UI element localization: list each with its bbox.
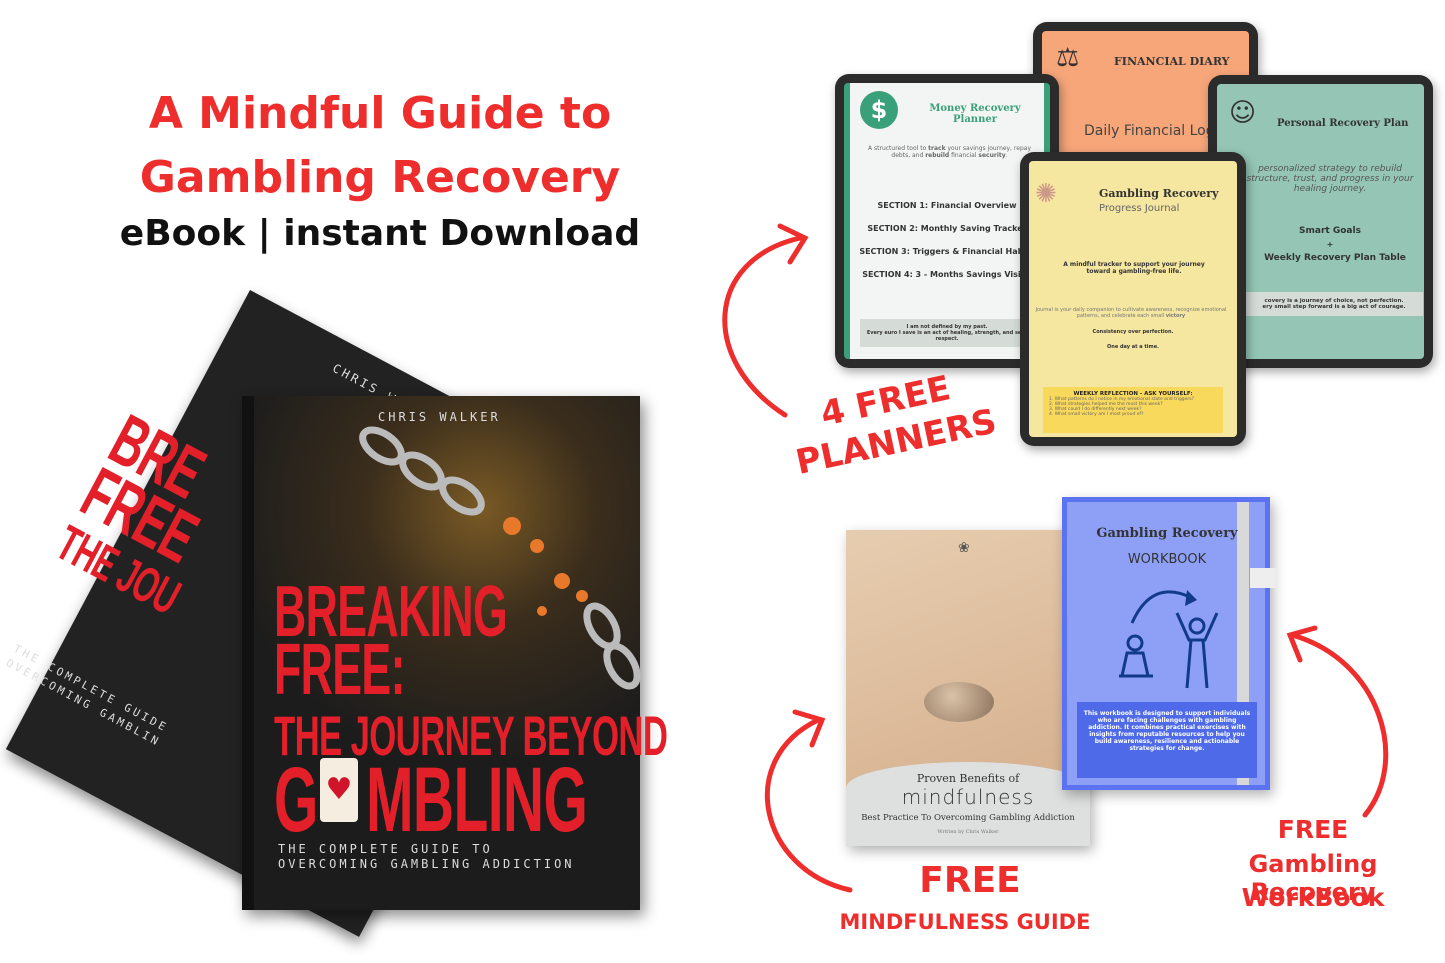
ebook-front-cover: CHRIS WALKER BREAKING FREE: THE JOURNEY … xyxy=(242,396,668,910)
ribbon-tab xyxy=(1250,568,1276,588)
recovery-plan-intro: personalized strategy to rebuild structu… xyxy=(1246,164,1414,194)
section-4: SECTION 4: 3 - Months Savings Vision xyxy=(862,270,1032,279)
gambling-recovery-workbook: Gambling Recovery WORKBOOK This workbook… xyxy=(1062,497,1276,790)
weekly-plan-table: Weekly Recovery Plan Table xyxy=(1264,253,1406,263)
journal-line-2: One day at a time. xyxy=(1107,344,1159,350)
weekly-reflection-box: WEEKLY REFLECTION - ASK YOURSELF: 1. Wha… xyxy=(1043,387,1223,433)
arrow-to-mindfulness xyxy=(765,717,853,893)
growth-figures-icon xyxy=(1119,590,1219,689)
mindfulness-free: FREE xyxy=(919,860,1021,901)
plus: + xyxy=(1326,240,1334,249)
workbook-label-2: WorkBook xyxy=(1241,883,1385,912)
progress-journal-tablet: ✺ Gambling Recovery Progress Journal A m… xyxy=(1020,152,1246,446)
arrow-to-planners xyxy=(722,235,803,418)
money-planner-quote: I am not defined by my past.Every euro I… xyxy=(860,319,1034,347)
smart-goals: Smart Goals xyxy=(1299,226,1361,236)
mindfulness-subtitle: Best Practice To Overcoming Gambling Add… xyxy=(861,813,1075,823)
workbook-subtitle: WORKBOOK xyxy=(1127,552,1207,567)
arrow-to-workbook xyxy=(1289,632,1389,818)
workbook-title: Gambling Recovery xyxy=(1096,526,1238,541)
mindfulness-guide-book: ❀ Proven Benefits of mindfulness Best Pr… xyxy=(846,530,1090,846)
arrow-to-workbook-head xyxy=(1286,625,1318,663)
celebrating-person-icon: ✺ xyxy=(1035,179,1057,209)
money-planner-intro: A structured tool to track your savings … xyxy=(868,145,1031,159)
journal-line-1: Consistency over perfection. xyxy=(1092,329,1174,335)
ebook-author: CHRIS WALKER xyxy=(378,410,501,424)
head-spirals-icon: ☺ xyxy=(1229,98,1257,128)
workbook-label-1: Gambling Recovery xyxy=(1248,850,1378,906)
journal-title: Gambling Recovery xyxy=(1099,187,1219,200)
dollar-icon: $ xyxy=(860,91,898,129)
section-2: SECTION 2: Monthly Saving Tracker xyxy=(867,224,1027,233)
headline-line-2: Gambling Recovery xyxy=(139,152,621,203)
ebook-title-4a: G xyxy=(274,749,318,851)
ebook-title-4b: MBLING xyxy=(366,749,588,851)
ebook-title-3: THE JOURNEY BEYOND xyxy=(274,704,668,767)
headline-subline: eBook | instant Download xyxy=(119,213,641,254)
recovery-quote-1: covery is a journey of choice, not perfe… xyxy=(1264,298,1404,304)
stone-icon xyxy=(924,682,994,722)
ebook-subtitle-1: THE COMPLETE GUIDE TO xyxy=(278,842,493,856)
workbook-description: This workbook is designed to support ind… xyxy=(1077,702,1257,778)
ebook-subtitle-2: OVERCOMING GAMBLING ADDICTION xyxy=(278,857,575,871)
scales-icon: ⚖ xyxy=(1056,43,1080,73)
book-spine xyxy=(242,396,254,910)
ebook-title-1: BREAKING xyxy=(274,572,508,652)
financial-diary-title: FINANCIAL DIARY xyxy=(1114,55,1230,68)
mindfulness-title: mindfulness xyxy=(901,785,1035,809)
recovery-quote-2: ery small step forward is a big act of c… xyxy=(1262,304,1406,310)
mindfulness-name: MINDFULNESS GUIDE xyxy=(839,910,1091,934)
journal-subtitle: Progress Journal xyxy=(1099,203,1180,214)
workbook-free: FREE xyxy=(1277,815,1349,844)
mindfulness-author: Written by Chris Walker xyxy=(937,829,999,835)
ace-of-hearts-icon: ♥ xyxy=(320,758,358,822)
section-3: SECTION 3: Triggers & Financial Habits xyxy=(859,247,1035,256)
mindfulness-top: Proven Benefits of xyxy=(916,772,1020,785)
arrow-to-mindfulness-head xyxy=(792,709,826,748)
arrow-to-planners-head xyxy=(777,223,809,265)
journal-body: Journal is your daily companion to culti… xyxy=(1035,307,1227,319)
lotus-icon: ❀ xyxy=(958,540,970,556)
recovery-plan-title: Personal Recovery Plan xyxy=(1277,118,1409,129)
headline-line-1: A Mindful Guide to xyxy=(148,88,612,139)
financial-diary-subtitle: Daily Financial Log xyxy=(1084,123,1215,139)
ebook-title-2: FREE: xyxy=(274,630,405,710)
broken-chain-icon xyxy=(359,426,641,690)
journal-tagline: A mindful tracker to support your journe… xyxy=(1063,261,1205,275)
section-1: SECTION 1: Financial Overview xyxy=(877,201,1017,210)
money-planner-title: Money Recovery Planner xyxy=(929,103,1021,125)
